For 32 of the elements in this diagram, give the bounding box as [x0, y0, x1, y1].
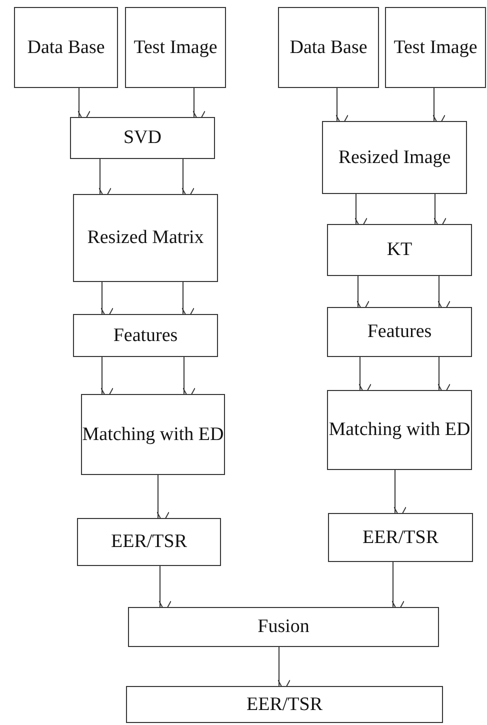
box-label: Test Image — [394, 36, 478, 60]
process-box — [125, 7, 226, 88]
process-box — [81, 394, 225, 475]
process-box — [327, 307, 472, 357]
box-label: EER/TSR — [110, 530, 187, 554]
box-label: Data Base — [290, 36, 368, 60]
box-label: EER/TSR — [362, 526, 438, 550]
box-label: Data Base — [27, 36, 105, 60]
box-label: Features — [113, 324, 178, 348]
process-box — [278, 7, 379, 88]
box-label: Test Image — [134, 36, 218, 60]
box-label: Matching with ED — [328, 418, 470, 442]
process-box — [327, 390, 472, 470]
box-label: Features — [367, 320, 432, 344]
process-box — [77, 518, 221, 566]
process-box — [322, 121, 467, 194]
box-label: Resized Image — [338, 146, 451, 170]
process-box — [73, 314, 218, 357]
process-box — [14, 7, 118, 88]
process-box — [70, 117, 215, 159]
box-label: KT — [386, 238, 412, 262]
process-box — [328, 513, 473, 562]
box-label: SVD — [123, 126, 162, 150]
process-box — [385, 7, 486, 88]
box-label: Fusion — [258, 615, 310, 639]
process-box — [128, 607, 439, 647]
process-box — [73, 194, 218, 282]
box-label: Resized Matrix — [87, 226, 204, 250]
box-label: EER/TSR — [246, 692, 322, 716]
process-box — [126, 686, 443, 723]
process-box — [327, 224, 472, 276]
box-label: Matching with ED — [82, 422, 224, 446]
